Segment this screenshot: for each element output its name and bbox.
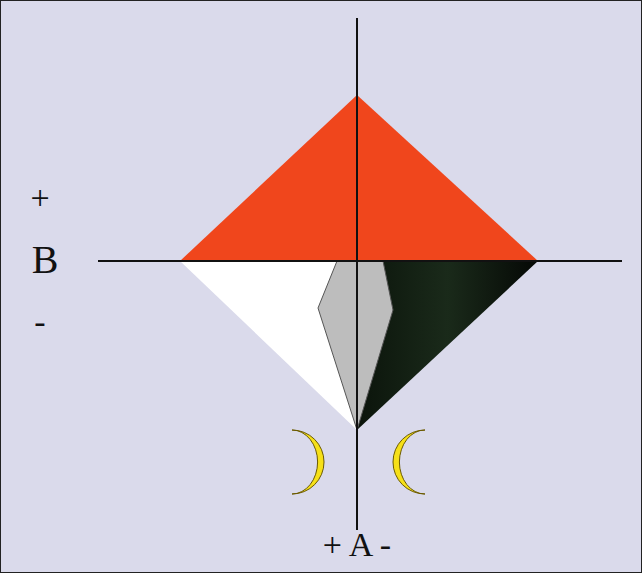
sign-label: + [30,181,49,215]
red-triangle [180,95,538,261]
horizontal-axis [98,260,622,262]
sign-label: - [34,305,45,339]
axis-label: B [32,240,59,280]
vertical-axis [356,18,358,530]
crescent-moon [393,430,425,494]
axis-label: + A - [323,528,391,562]
grey-kite [318,261,393,430]
crescent-moon [292,430,324,494]
